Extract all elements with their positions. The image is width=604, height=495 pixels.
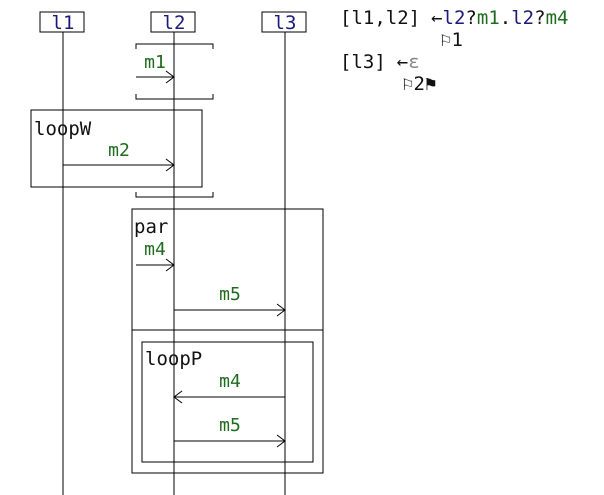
exec-row1-expr-part: l2 [511, 7, 534, 29]
message-m5-par: m5 [174, 284, 286, 317]
frame-loopw: loopW [30, 109, 203, 188]
message-m4-loopp: m4 [173, 371, 285, 404]
exec-row1-flag: ⚐1 [440, 29, 463, 51]
message-label-m1: m1 [144, 52, 166, 73]
message-label-m4-par: m4 [144, 239, 166, 260]
bracket-bottom-1 [135, 94, 214, 100]
exec-row1-expr-part: . [500, 7, 511, 29]
frame-label-loopw: loopW [34, 118, 92, 140]
message-m2: m2 [63, 140, 175, 172]
message-label-m2: m2 [108, 140, 130, 161]
exec-row2-expr: ε [408, 51, 419, 73]
exec-row2: [l3] ←ε [340, 51, 420, 73]
lifeline-head-l2: l2 [150, 11, 196, 34]
frame-par: par [131, 208, 324, 474]
bracket-top-1 [135, 43, 214, 49]
exec-row1-arrow: ← [431, 7, 442, 29]
exec-row1-expr-part: m4 [546, 7, 569, 29]
lifeline-head-l1: l1 [39, 11, 85, 34]
execution-state: [l1,l2]←l2?m1.l2?m4 ⚐1 [l3]←ε ⚐2⚑ [340, 7, 568, 95]
lifeline-label-l2: l2 [163, 12, 186, 34]
exec-row1-expr-part: l2 [443, 7, 466, 29]
frame-loopp: loopP [141, 341, 314, 463]
message-m4-par: m4 [136, 239, 175, 272]
frame-label-loopp: loopP [145, 348, 202, 370]
exec-row1-group: [l1,l2] [340, 7, 420, 29]
exec-row1: [l1,l2]←l2?m1.l2?m4 [340, 7, 568, 29]
exec-row1-expr: l2?m1.l2?m4 [443, 7, 569, 29]
message-m5-loopp: m5 [174, 415, 286, 448]
exec-row1-expr-part: ? [465, 7, 476, 29]
exec-row2-arrow: ← [397, 51, 408, 73]
lifeline-label-l3: l3 [274, 12, 297, 34]
message-label-m5-loopp: m5 [219, 415, 241, 436]
exec-row2-group: [l3] [340, 51, 386, 73]
lifeline-label-l1: l1 [52, 12, 75, 34]
exec-row1-expr-part: ? [534, 7, 545, 29]
lifeline-head-l3: l3 [261, 11, 307, 34]
exec-row1-expr-part: m1 [477, 7, 500, 29]
bracket-bottom-2 [135, 192, 214, 198]
message-m1: m1 [136, 52, 175, 84]
frame-label-par: par [134, 216, 168, 238]
exec-row2-flag: ⚐2⚑ [402, 73, 436, 95]
message-label-m4-loopp: m4 [219, 371, 241, 392]
message-label-m5-par: m5 [219, 284, 241, 305]
